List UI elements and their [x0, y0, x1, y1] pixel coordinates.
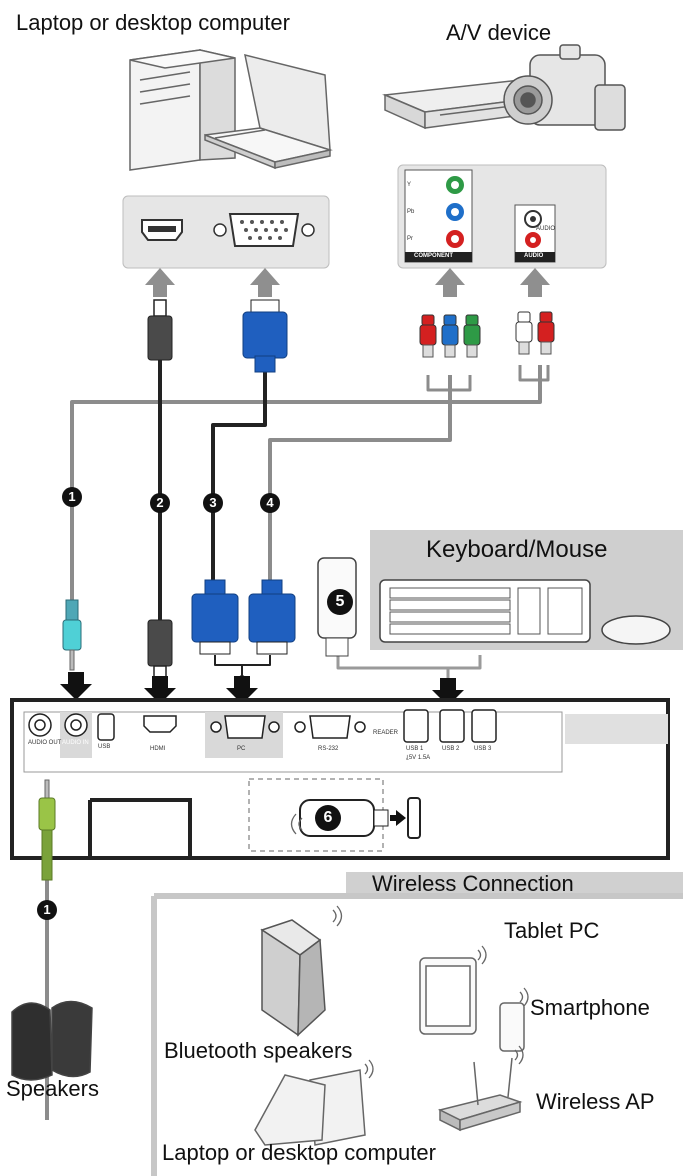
cable-badge-1: 1	[62, 487, 82, 507]
pb-label: Pb	[407, 209, 415, 215]
component-plugs	[419, 314, 481, 358]
cable-badge-2: 2	[150, 493, 170, 513]
audio-in-label: AUDIO IN	[62, 740, 89, 746]
cable-badge-6: 6	[315, 805, 341, 831]
audio-rca-plugs	[515, 311, 555, 355]
computer-label: Laptop or desktop computer	[16, 10, 290, 35]
cable-badge-4: 4	[260, 493, 280, 513]
hdmi-plug-bottom	[147, 619, 173, 683]
pc-label: PC	[237, 746, 246, 752]
speakers-label: Speakers	[6, 1076, 99, 1101]
component-label: COMPONENT	[414, 253, 453, 259]
audio-small-label: AUDIO	[536, 226, 556, 232]
laptop-image	[204, 53, 333, 170]
smartphone-label: Smartphone	[530, 995, 650, 1020]
keyboard-mouse-label: Keyboard/Mouse	[426, 536, 608, 563]
hdmi-label: HDMI	[150, 746, 166, 752]
wireless-ap-image	[437, 1057, 523, 1132]
rs232-label: RS-232	[318, 746, 339, 752]
wireless-frame	[151, 872, 683, 1176]
vga-plugs-bottom	[191, 579, 296, 655]
cable-badge-1-speakers: 1	[37, 900, 57, 920]
wireless-title: Wireless Connection	[372, 871, 574, 896]
y-label: Y	[407, 182, 412, 188]
hdmi-plug-top	[147, 299, 173, 361]
audio-plug-1	[62, 599, 82, 671]
av-device-label: A/V device	[446, 20, 552, 45]
pc-source-panel	[122, 195, 330, 269]
reader-label: READER	[373, 730, 399, 736]
audio-out-label: AUDIO OUT	[28, 740, 62, 746]
source-arrows	[145, 268, 550, 297]
current-label: ⥙5V 1.5A	[406, 755, 431, 761]
bottom-computer-label: Laptop or desktop computer	[162, 1140, 436, 1165]
pr-label: Pr	[407, 236, 413, 242]
av-source-panel	[397, 164, 607, 269]
usb1-label: USB 1	[406, 746, 424, 752]
speakers-image	[11, 1000, 93, 1081]
bt-speakers-label: Bluetooth speakers	[164, 1038, 353, 1063]
tablet-phone-image	[419, 957, 525, 1052]
usb-label: USB	[98, 744, 111, 750]
vga-plug-top	[242, 299, 288, 373]
wifi-waves	[290, 813, 529, 1079]
bottom-computer-image	[254, 1069, 366, 1146]
cable-badge-3: 3	[203, 493, 223, 513]
camcorder-image	[503, 44, 626, 131]
speaker-audio-plug	[38, 779, 56, 881]
cable-badge-5: 5	[327, 589, 353, 615]
usb2-label: USB 2	[442, 746, 460, 752]
projector-ports	[28, 709, 497, 758]
usb3-label: USB 3	[474, 746, 492, 752]
keyboard-mouse-panel	[370, 530, 683, 650]
audio-panel-label: AUDIO	[524, 253, 544, 259]
desktop-tower-image	[129, 49, 236, 171]
tablet-label: Tablet PC	[504, 918, 600, 943]
wireless-ap-label: Wireless AP	[536, 1089, 655, 1114]
bt-speakers-image	[260, 919, 326, 1037]
